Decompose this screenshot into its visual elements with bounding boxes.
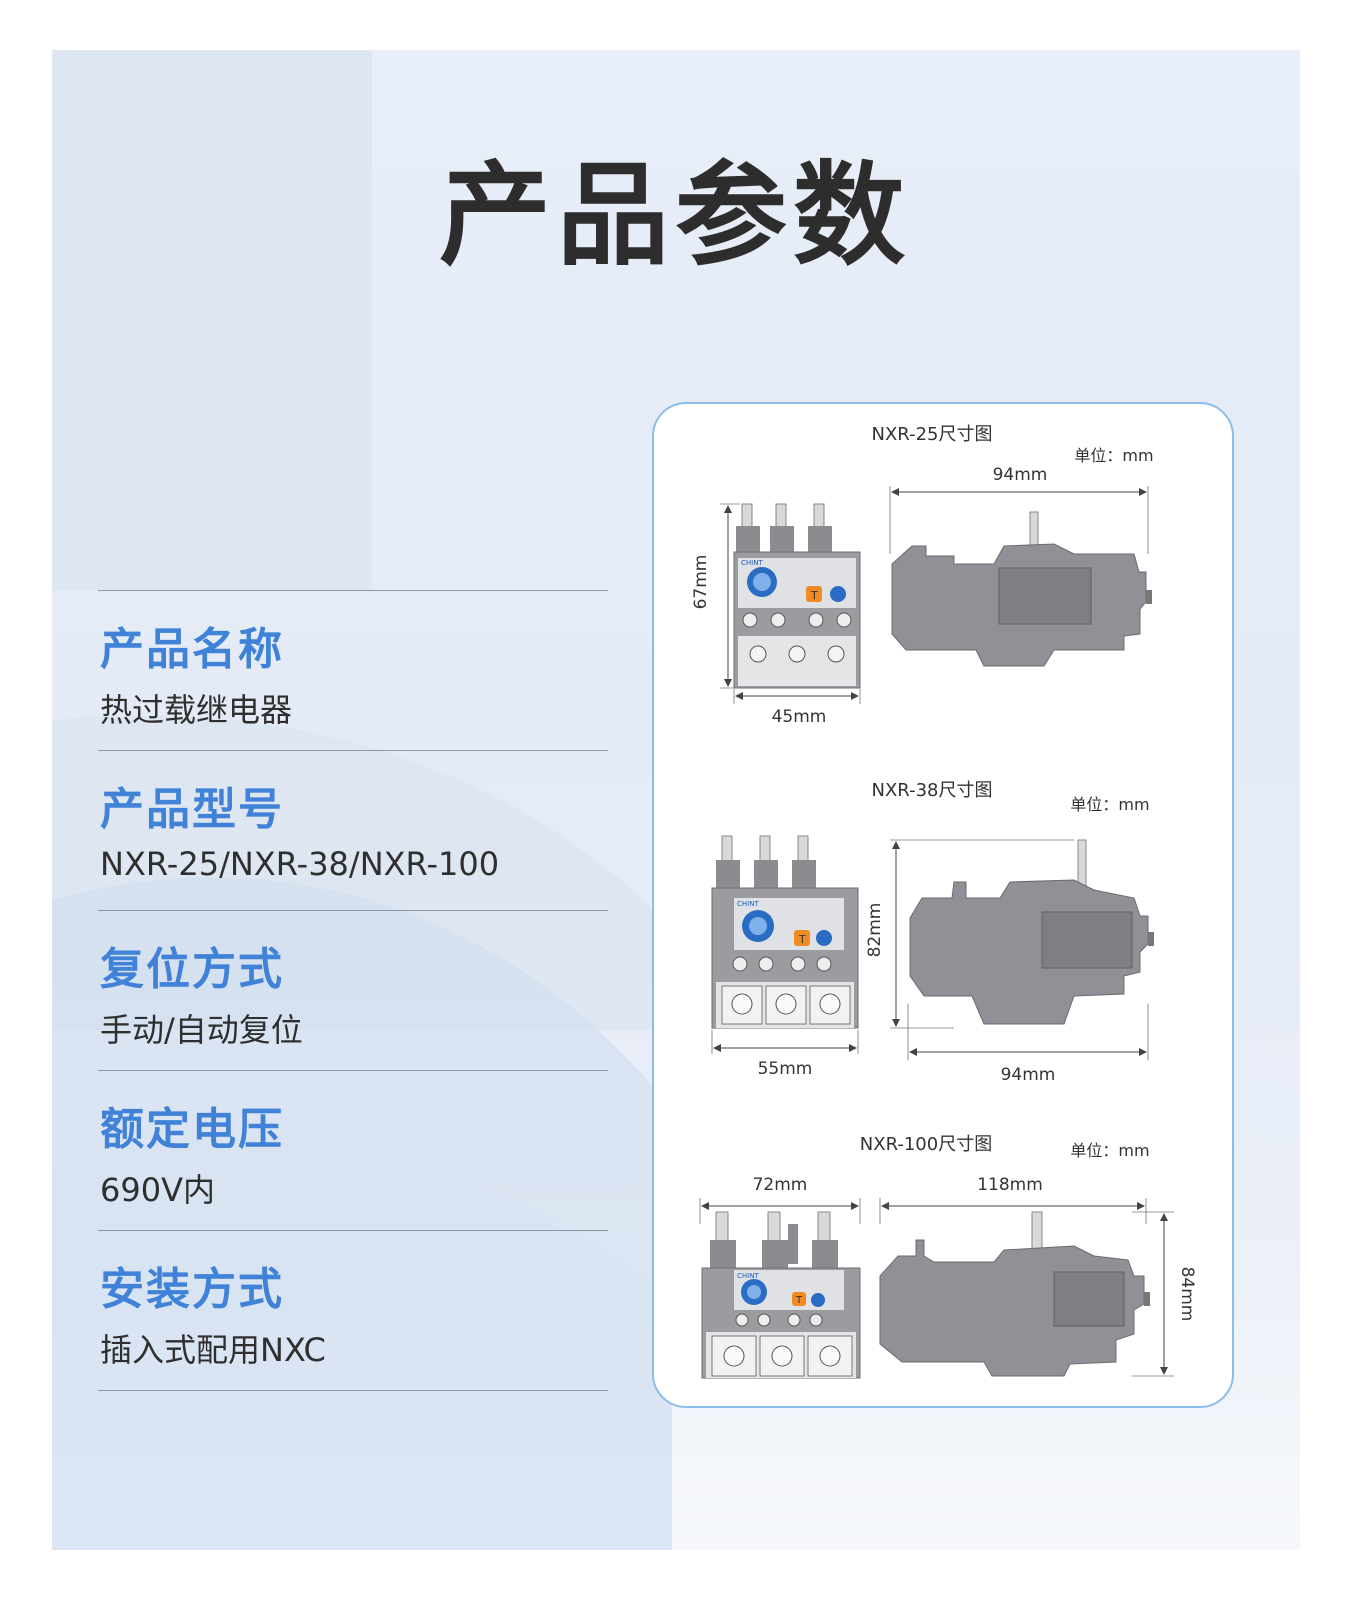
front-view-nxr-38: CHINT T xyxy=(711,835,859,1029)
spec-item-voltage: 额定电压 690V内 xyxy=(98,1070,608,1230)
diagram-caption: NXR-38尺寸图 xyxy=(872,780,993,801)
brand-logo: CHINT xyxy=(737,900,759,908)
spec-label: 安装方式 xyxy=(100,1264,284,1315)
spec-list: 产品名称 热过载继电器 产品型号 NXR-25/NXR-38/NXR-100 复… xyxy=(98,590,608,1391)
height-label: 82mm xyxy=(865,903,885,958)
diagram-nxr-100: NXR-100尺寸图 单位：mm 72mm CHINT T xyxy=(699,1134,1197,1379)
width-label: 45mm xyxy=(772,707,827,727)
front-view-nxr-25: CHINT T xyxy=(733,503,861,689)
diagram-caption: NXR-25尺寸图 xyxy=(872,424,993,445)
diagram-nxr-38: NXR-38尺寸图 单位：mm CHINT T xyxy=(711,780,1154,1085)
width-label: 72mm xyxy=(753,1175,808,1195)
width-label: 55mm xyxy=(758,1059,813,1079)
spec-value: NXR-25/NXR-38/NXR-100 xyxy=(100,845,500,883)
spec-label: 复位方式 xyxy=(100,944,284,995)
reset-button-icon xyxy=(794,930,810,946)
brand-logo: CHINT xyxy=(741,559,763,567)
background-waves xyxy=(52,715,752,1550)
reset-button-label: T xyxy=(795,1295,803,1306)
background-square xyxy=(52,50,372,590)
side-view-nxr-38 xyxy=(909,839,1154,1025)
diagram-caption: NXR-100尺寸图 xyxy=(860,1134,992,1155)
height-label: 67mm xyxy=(691,555,711,610)
diagram-nxr-25: NXR-25尺寸图 单位：mm CHINT T xyxy=(691,424,1154,727)
spec-value: 690V内 xyxy=(100,1171,215,1209)
page-title: 产品参数 xyxy=(439,151,911,281)
reset-button-icon xyxy=(792,1292,806,1306)
reset-button-label: T xyxy=(798,933,806,946)
spec-item-name: 产品名称 热过载继电器 xyxy=(98,590,608,750)
spec-item-model: 产品型号 NXR-25/NXR-38/NXR-100 xyxy=(98,750,608,910)
depth-label: 94mm xyxy=(1001,1065,1056,1085)
brand-logo: CHINT xyxy=(737,1272,759,1280)
height-label: 84mm xyxy=(1177,1267,1197,1322)
side-view-nxr-25 xyxy=(891,511,1152,667)
dimension-card: NXR-25尺寸图 单位：mm CHINT T xyxy=(652,402,1234,1408)
front-view-nxr-100: CHINT T xyxy=(701,1211,861,1379)
side-view-nxr-100 xyxy=(879,1211,1150,1377)
depth-label: 118mm xyxy=(977,1175,1043,1195)
reset-button-label: T xyxy=(810,589,818,602)
unit-label: 单位：mm xyxy=(1070,795,1149,814)
spec-value: 手动/自动复位 xyxy=(100,1011,303,1049)
spec-value: 插入式配用NXC xyxy=(100,1331,326,1369)
reset-button-icon xyxy=(806,586,822,602)
unit-label: 单位：mm xyxy=(1070,1141,1149,1160)
spec-item-reset: 复位方式 手动/自动复位 xyxy=(98,910,608,1070)
spec-label: 额定电压 xyxy=(100,1104,284,1155)
spec-item-mounting: 安装方式 插入式配用NXC xyxy=(98,1230,608,1391)
spec-value: 热过载继电器 xyxy=(100,691,293,729)
unit-label: 单位：mm xyxy=(1074,446,1153,465)
spec-label: 产品名称 xyxy=(100,624,284,675)
spec-label: 产品型号 xyxy=(100,784,284,835)
depth-label: 94mm xyxy=(993,465,1048,485)
